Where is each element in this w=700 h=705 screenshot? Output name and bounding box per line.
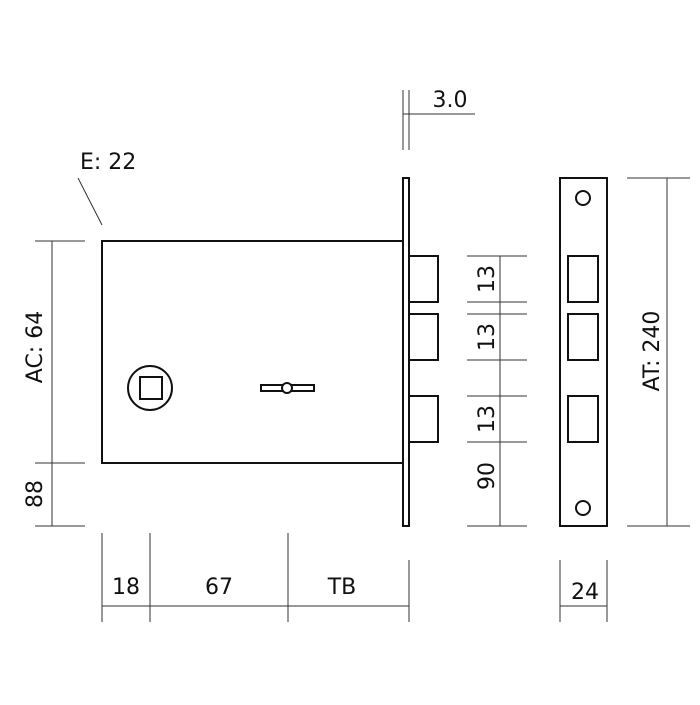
follower-hub [127,365,173,411]
bolt-lower [408,395,439,443]
label-at: AT: 240 [640,311,665,392]
label-right-bottom: 90 [475,462,500,490]
screw-hole-bottom [575,500,591,516]
follower-square [139,376,163,400]
keyhole-pin [281,382,293,394]
keyhole [260,382,315,394]
bolt-middle [408,313,439,361]
label-e: E: 22 [80,150,136,175]
label-plate-width: 24 [571,580,599,605]
screw-hole-top [575,190,591,206]
e-leader-line [77,177,103,226]
faceplate-opening-lower [567,395,599,443]
label-gap-2: 13 [475,323,500,351]
bolt-upper [408,255,439,303]
label-plate-offset: 3.0 [433,88,468,113]
lock-case [101,240,404,464]
faceplate-view [559,177,608,527]
label-width-tb: TB [327,575,357,600]
faceplate-opening-middle [567,313,599,361]
faceplate-opening-upper [567,255,599,303]
label-left-bottom: 88 [23,480,48,508]
label-width-67: 67 [205,575,233,600]
label-gap-1: 13 [475,265,500,293]
lock-side-view [101,177,439,527]
label-width-18: 18 [112,575,140,600]
label-gap-3: 13 [475,405,500,433]
label-ac: AC: 64 [23,311,48,383]
dimension-labels: E: 22 AC: 64 88 3.0 13 13 13 90 AT: 240 … [23,88,665,605]
dimension-lines [35,90,690,622]
